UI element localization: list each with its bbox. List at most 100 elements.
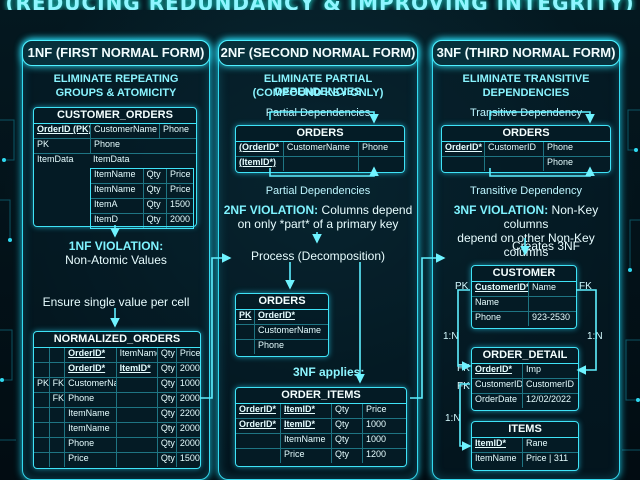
fk-label: FK bbox=[579, 281, 592, 292]
nf2-violation-label: 2NF VIOLATION: bbox=[223, 203, 319, 217]
arrow-transitive-bottom bbox=[489, 166, 595, 177]
nf2-subtitle-1: ELIMINATE PARTIAL DEPENDENCIES bbox=[263, 73, 373, 98]
customer-cell: Name bbox=[472, 297, 529, 311]
nested-cell: Qty bbox=[144, 199, 167, 213]
normalized-cell: 2000 bbox=[179, 363, 200, 373]
order-items-cell: ItemName bbox=[281, 434, 332, 448]
orders-cell: Phone bbox=[362, 142, 389, 152]
normalized-cell: FK bbox=[50, 393, 66, 407]
order-items-cell: 1000 bbox=[366, 419, 387, 429]
normalized-cell: Qty bbox=[158, 378, 177, 392]
normalized-cell bbox=[34, 348, 50, 362]
nf2-title: 2NF (SECOND NORMAL FORM) bbox=[218, 40, 418, 66]
table-title: CUSTOMER bbox=[472, 266, 576, 282]
customer-cell: Phone bbox=[472, 312, 529, 326]
order-items-cell: OrderID* bbox=[236, 419, 281, 433]
normalized-cell bbox=[50, 408, 66, 422]
order-items-cell bbox=[236, 434, 281, 448]
normalized-cell: OrderID* bbox=[65, 363, 117, 377]
nested-cell: Qty bbox=[144, 184, 167, 198]
normalized-cell bbox=[50, 453, 66, 467]
detail-cell: OrderID* bbox=[472, 364, 523, 378]
orders-cell bbox=[284, 157, 360, 171]
nested-cell: Qty bbox=[144, 169, 167, 183]
normalized-cell bbox=[50, 363, 66, 377]
relationship-label: 1:N bbox=[443, 331, 459, 342]
orders3-cell: Phone bbox=[547, 157, 574, 167]
orig-header-cell: OrderID (PK) bbox=[34, 124, 91, 138]
items-cell: Price | 311 bbox=[526, 453, 569, 463]
normalized-cell: Phone bbox=[65, 438, 117, 452]
order-items-cell: Price bbox=[281, 449, 332, 463]
normalized-cell: 2000 bbox=[179, 393, 200, 403]
normalized-cell bbox=[34, 363, 50, 377]
order-items-cell: ItemID* bbox=[281, 419, 332, 433]
arrow-detail-items bbox=[459, 383, 472, 451]
orders-cell: (OrderID* bbox=[236, 142, 284, 156]
orders2-cell bbox=[236, 340, 255, 354]
orders2-cell: OrderID* bbox=[258, 310, 296, 320]
order-items-cell bbox=[236, 449, 281, 463]
normalized-cell bbox=[50, 423, 66, 437]
nested-cell: Qty bbox=[144, 214, 167, 228]
normalized-cell: Phone bbox=[65, 393, 117, 407]
table-title: NORMALIZED_ORDERS bbox=[34, 332, 200, 348]
normalized-cell: ItemName bbox=[65, 423, 117, 437]
nested-cell: ItemName bbox=[91, 169, 144, 183]
customer-cell: Name bbox=[532, 282, 557, 292]
orig-cell: Phone bbox=[94, 139, 121, 149]
order-items-cell: Qty bbox=[332, 434, 363, 448]
order-items-cell: OrderID* bbox=[236, 404, 281, 418]
normalized-cell: ItemName bbox=[117, 348, 158, 362]
normalized-cell bbox=[34, 408, 50, 422]
normalized-cell: 1500 bbox=[179, 453, 200, 463]
nested-cell: Price bbox=[169, 169, 191, 179]
nf3-violation-text-1: Non-Key columns bbox=[503, 203, 599, 231]
nf2-violation: 2NF VIOLATION: Columns depend on only *p… bbox=[223, 203, 413, 231]
arrow-customer-detail bbox=[457, 289, 472, 371]
nf2-subtitle-2: (COMPOUND KEY ONLY) bbox=[252, 87, 384, 99]
normalized-cell: Qty bbox=[158, 408, 177, 422]
normalized-cell bbox=[117, 453, 158, 467]
transitive-dep-bottom: Transitive Dependency bbox=[469, 185, 583, 197]
normalized-cell bbox=[117, 378, 158, 392]
banner: (REDUCING REDUNDANCY & IMPROVING INTEGRI… bbox=[0, 0, 640, 10]
order-items-cell: 1200 bbox=[366, 449, 387, 459]
normalized-cell: 1000 bbox=[179, 378, 200, 388]
normalized-cell: OrderID* bbox=[65, 348, 117, 362]
normalized-cell bbox=[117, 423, 158, 437]
nf2-violation-text-2: on only *part* of a primary key bbox=[237, 217, 399, 231]
nf1-subtitle-2: GROUPS & ATOMICITY bbox=[55, 87, 177, 99]
arrow-transitive-top bbox=[489, 111, 595, 124]
nf1-violation-text: Non-Atomic Values bbox=[65, 253, 167, 267]
normalized-cell bbox=[117, 438, 158, 452]
detail-cell: CustomerID bbox=[526, 379, 575, 389]
relationship-label: 1:N bbox=[445, 413, 461, 424]
normalized-cell bbox=[117, 393, 158, 407]
transitive-dep-top: Transitive Dependency bbox=[469, 107, 583, 119]
nf1-ensure: Ensure single value per cell bbox=[42, 295, 190, 309]
items-cell: Rane bbox=[526, 438, 548, 448]
nf3-title: 3NF (THIRD NORMAL FORM) bbox=[432, 40, 620, 66]
table-title: ORDERS bbox=[236, 126, 404, 142]
orig-cell: ItemData bbox=[93, 154, 130, 164]
nested-cell: ItemA bbox=[91, 199, 144, 213]
orders-table-3nf: ORDERS OrderID* CustomerID Phone Phone bbox=[441, 125, 611, 173]
normalized-cell: Qty bbox=[158, 438, 177, 452]
orders2-cell: CustomerName bbox=[258, 325, 322, 335]
orig-cell: PK bbox=[34, 139, 91, 153]
table-title: CUSTOMER_ORDERS bbox=[34, 108, 196, 124]
normalized-cell bbox=[50, 348, 66, 362]
arrow-customer-detail-fk bbox=[576, 289, 597, 375]
